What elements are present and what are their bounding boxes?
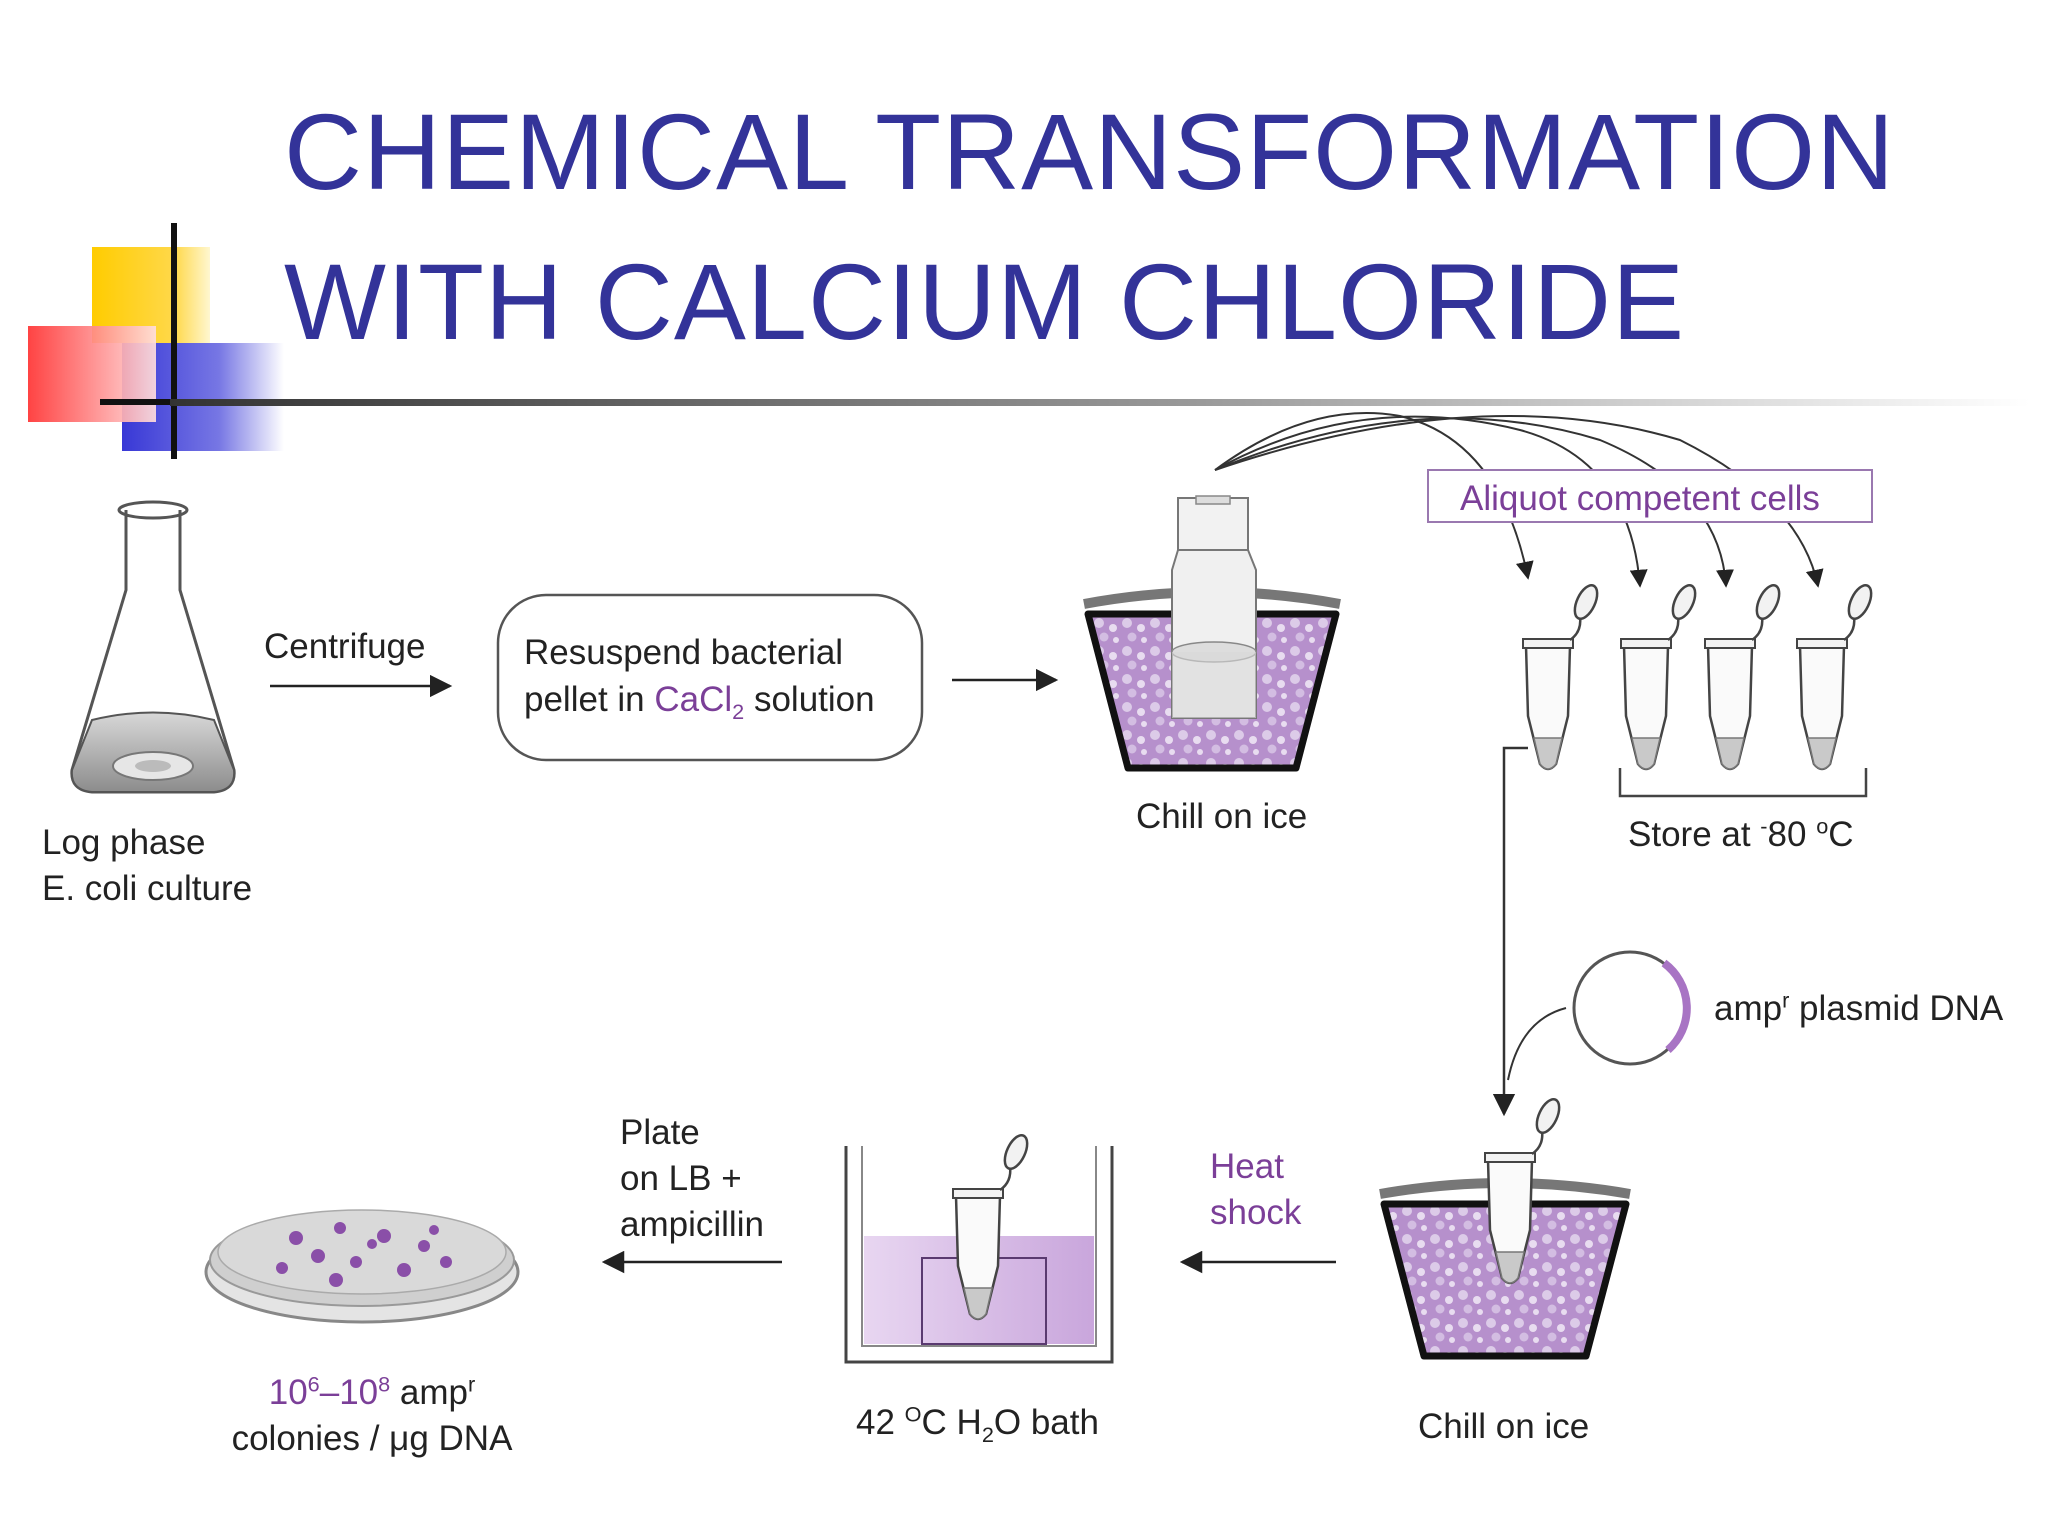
- erlenmeyer-flask-icon: [70, 500, 236, 794]
- plate-line-1: Plate: [620, 1113, 700, 1152]
- plasmid-post: plasmid DNA: [1789, 989, 2004, 1028]
- microtube-icon-1: [1522, 583, 1599, 771]
- microtube-bath-icon: [952, 1133, 1029, 1321]
- heat-shock-line-1: Heat: [1210, 1147, 1284, 1186]
- microtube-icon: [1484, 1097, 1561, 1285]
- store-temp: 80: [1767, 815, 1817, 854]
- resuspend-box: [496, 593, 924, 762]
- colonies-line-2: colonies / μg DNA: [231, 1419, 513, 1459]
- bath-pre: 42: [856, 1403, 905, 1442]
- colonies-dash: –10: [319, 1373, 379, 1412]
- microtube-ice-icon: [1484, 1097, 1561, 1285]
- plasmid-sup: r: [1782, 987, 1790, 1013]
- slide-title-line-2: WITH CALCIUM CHLORIDE: [284, 241, 1686, 362]
- heat-shock-line-2: shock: [1210, 1193, 1302, 1233]
- plasmid-icon: [1572, 950, 1691, 1066]
- plate-line-2: on LB +: [620, 1159, 742, 1199]
- colonies-base1: 10: [268, 1373, 308, 1412]
- cacl2-text: CaCl: [654, 679, 733, 719]
- centrifuge-bottle-icon: [1171, 495, 1257, 719]
- store-unit: C: [1828, 815, 1854, 854]
- plasmid-arrow: [1507, 1007, 1567, 1081]
- heat-shock-label: Heat shock: [1210, 1144, 1301, 1236]
- colonies-label: 106–108 ampr colonies / μg DNA: [222, 1370, 522, 1462]
- microtubes-row: [1522, 583, 1873, 771]
- colonies-line-1: 106–108 ampr: [222, 1370, 522, 1416]
- culture-label-line-1: Log phase: [42, 823, 206, 862]
- resuspend-label: Resuspend bacterial pellet in CaCl2 solu…: [524, 630, 875, 726]
- microtube-icon-2: [1620, 583, 1697, 771]
- microtube-icon-4: [1796, 583, 1873, 771]
- bath-sub: 2: [981, 1422, 994, 1447]
- colonies-amp: amp: [390, 1373, 469, 1412]
- resuspend-pre: pellet in: [524, 679, 655, 719]
- store-minus: -: [1760, 813, 1768, 839]
- store-bracket: [1618, 768, 1868, 798]
- centrifuge-label: Centrifuge: [264, 627, 426, 666]
- petri-dish-icon: [204, 1209, 520, 1324]
- title-underline: [170, 399, 2030, 406]
- cacl2-subscript: 2: [732, 698, 745, 724]
- colonies-amp-sup: r: [468, 1371, 476, 1397]
- aliquot-box: [1427, 469, 1873, 523]
- corner-decoration: [28, 223, 284, 459]
- store-degree: o: [1816, 813, 1829, 839]
- culture-label: Log phase E. coli culture: [42, 820, 252, 912]
- water-bath-label: 42 OC H2O bath: [856, 1400, 1099, 1450]
- store-label: Store at -80 oC: [1628, 812, 1854, 858]
- chill-on-ice-top-label: Chill on ice: [1136, 797, 1308, 836]
- plate-label: Plate on LB + ampicillin: [620, 1110, 764, 1249]
- resuspend-label-line-1: Resuspend bacterial: [524, 633, 844, 672]
- plasmid-label: ampr plasmid DNA: [1714, 986, 2003, 1032]
- store-pre: Store at: [1628, 815, 1761, 854]
- culture-label-line-2: E. coli culture: [42, 869, 253, 909]
- chill-on-ice-bottom-label: Chill on ice: [1418, 1407, 1590, 1446]
- slide-title-line-1: CHEMICAL TRANSFORMATION: [284, 91, 1896, 212]
- bath-mid: C H: [921, 1403, 982, 1442]
- resuspend-post: solution: [744, 679, 875, 719]
- plate-line-3: ampicillin: [620, 1205, 764, 1245]
- microtube-icon-3: [1704, 583, 1781, 771]
- cacl2-formula: CaCl2: [654, 679, 744, 724]
- colonies-exp2: 8: [378, 1371, 391, 1397]
- colonies-exp1: 6: [307, 1371, 320, 1397]
- bath-degree: O: [904, 1401, 922, 1427]
- colonies-range: 106–108: [268, 1371, 391, 1412]
- tube-to-bucket-arrow: [1492, 746, 1528, 1117]
- bath-post: O bath: [993, 1403, 1099, 1442]
- aliquot-label: Aliquot competent cells: [1460, 479, 1820, 518]
- resuspend-label-line-2: pellet in CaCl2 solution: [524, 677, 875, 726]
- microtube-in-bath-icon: [952, 1133, 1029, 1321]
- plasmid-pre: amp: [1714, 989, 1783, 1028]
